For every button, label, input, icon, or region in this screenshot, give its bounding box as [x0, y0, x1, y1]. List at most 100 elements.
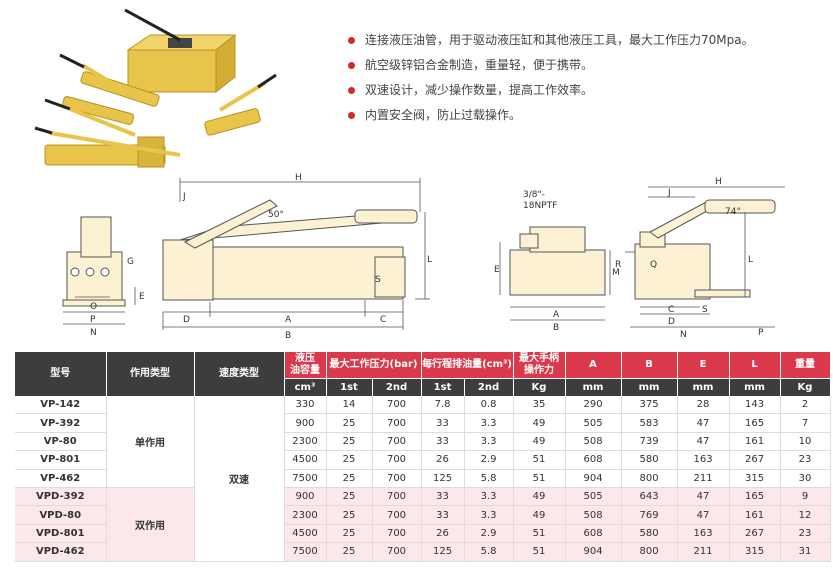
cell-E: 163	[677, 450, 730, 470]
bullet-icon	[348, 62, 355, 69]
cell-d1: 33	[421, 487, 465, 507]
cell-B: 580	[621, 450, 678, 470]
cell-L: 267	[729, 524, 781, 544]
cell-p2: 700	[372, 396, 422, 415]
cell-model: VP-801	[15, 450, 107, 470]
dim-E-label: E	[139, 292, 145, 302]
cell-force: 51	[513, 469, 566, 488]
cell-model: VP-392	[15, 413, 107, 433]
cell-weight: 30	[780, 469, 831, 488]
cell-d1: 33	[421, 432, 465, 452]
cell-A: 505	[565, 487, 622, 507]
cell-E: 47	[677, 505, 730, 525]
dim-O-label: O	[90, 302, 97, 312]
cell-B: 800	[621, 469, 678, 488]
col-weight: 重量	[780, 352, 831, 379]
cell-capacity: 4500	[284, 450, 327, 470]
col-A: A	[565, 352, 622, 379]
cell-p1: 25	[326, 432, 373, 452]
unit-p2: 2nd	[372, 378, 422, 396]
cell-p2: 700	[372, 432, 422, 452]
cell-d1: 7.8	[421, 396, 465, 415]
cell-A: 608	[565, 524, 622, 544]
cell-weight: 2	[780, 396, 831, 415]
dim-S-label: S	[702, 305, 708, 315]
cell-capacity: 900	[284, 487, 327, 507]
thread-label-1: 3/8"-	[523, 190, 545, 200]
dim-R-label: R	[615, 260, 621, 270]
cell-E: 47	[677, 413, 730, 433]
cell-model: VP-462	[15, 469, 107, 488]
cell-force: 51	[513, 450, 566, 470]
dim-angle-label: 74°	[725, 207, 741, 217]
cell-weight: 10	[780, 432, 831, 452]
cell-d2: 3.3	[464, 505, 514, 525]
col-force: 最大手柄 操作力	[513, 352, 566, 379]
dim-D-label: D	[668, 317, 675, 327]
cell-force: 49	[513, 487, 566, 507]
cell-capacity: 330	[284, 396, 327, 415]
cell-B: 583	[621, 413, 678, 433]
cell-single-action: 单作用	[106, 396, 195, 488]
dim-N-label: N	[680, 330, 687, 340]
feature-item: 内置安全阀，防止过载操作。	[345, 107, 754, 132]
hand-pump-image-1	[59, 53, 160, 107]
cell-model: VPD-80	[15, 505, 107, 525]
cell-L: 161	[729, 432, 781, 452]
cell-B: 769	[621, 505, 678, 525]
dim-B-label: B	[285, 331, 291, 341]
cell-A: 904	[565, 542, 622, 562]
cell-E: 47	[677, 487, 730, 507]
cell-p1: 25	[326, 469, 373, 488]
cell-B: 739	[621, 432, 678, 452]
cell-p1: 25	[326, 542, 373, 562]
dim-D-label: D	[183, 315, 190, 325]
cell-p2: 700	[372, 413, 422, 433]
cell-capacity: 7500	[284, 542, 327, 562]
feature-item: 航空级锌铝合金制造，重量轻，便于携带。	[345, 57, 754, 82]
cell-E: 211	[677, 469, 730, 488]
cell-L: 143	[729, 396, 781, 415]
col-capacity: 液压 油容量	[284, 352, 327, 379]
dim-P-label: P	[90, 315, 96, 325]
dim-H-label: H	[715, 177, 722, 187]
cell-p1: 25	[326, 450, 373, 470]
cell-L: 165	[729, 487, 781, 507]
cell-p2: 700	[372, 450, 422, 470]
cell-capacity: 2300	[284, 505, 327, 525]
thread-label-2: 18NPTF	[523, 201, 557, 211]
col-displacement: 每行程排油量(cm³)	[421, 352, 514, 379]
cell-p2: 700	[372, 505, 422, 525]
cell-model: VP-142	[15, 396, 107, 415]
cell-p1: 14	[326, 396, 373, 415]
cell-p2: 700	[372, 487, 422, 507]
bullet-icon	[348, 112, 355, 119]
unit-capacity: cm³	[284, 378, 327, 396]
cell-model: VP-80	[15, 432, 107, 452]
feature-item: 连接液压油管，用于驱动液压缸和其他液压工具，最大工作压力70Mpa。	[345, 32, 754, 57]
cell-weight: 12	[780, 505, 831, 525]
cell-d2: 2.9	[464, 450, 514, 470]
unit-d2: 2nd	[464, 378, 514, 396]
cell-d2: 5.8	[464, 469, 514, 488]
unit-d1: 1st	[421, 378, 465, 396]
cell-model: VPD-801	[15, 524, 107, 544]
cell-force: 51	[513, 524, 566, 544]
table-unit-row: cm³ 1st 2nd 1st 2nd Kg mm mm mm mm Kg	[15, 378, 831, 396]
cell-E: 211	[677, 542, 730, 562]
dim-J-label: J	[182, 192, 186, 202]
dim-S-label: S	[375, 275, 381, 285]
hand-pump-image-3	[34, 126, 181, 168]
dim-H-label: H	[295, 173, 302, 183]
col-speed: 速度类型	[194, 352, 285, 396]
cell-p2: 700	[372, 469, 422, 488]
dim-A-label: A	[553, 310, 560, 320]
cell-d2: 0.8	[464, 396, 514, 415]
